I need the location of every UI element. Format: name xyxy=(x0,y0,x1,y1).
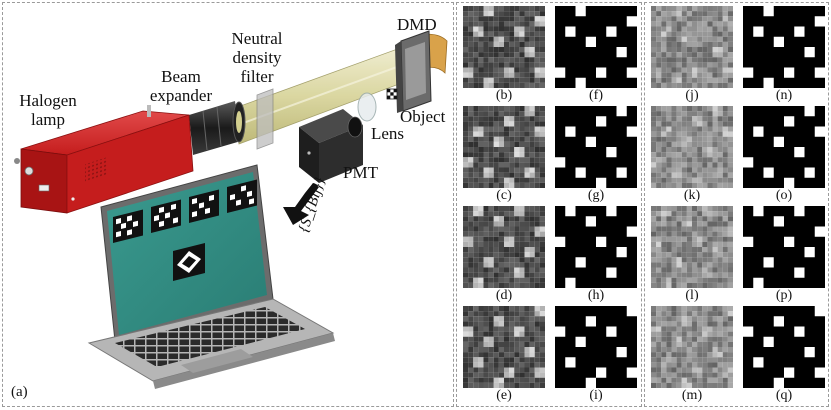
setup-illustration xyxy=(14,30,448,389)
result-image xyxy=(553,106,639,188)
label-nd-line2: density xyxy=(232,48,282,67)
result-cell: (q) xyxy=(741,306,827,404)
label-beam-line1: Beam xyxy=(161,67,201,86)
object xyxy=(386,88,398,100)
label-pmt: PMT xyxy=(343,163,378,182)
thumbnail-image xyxy=(555,206,637,288)
result-caption: (d) xyxy=(495,288,513,303)
result-cell: (l) xyxy=(649,206,735,304)
result-cell: (d) xyxy=(461,206,547,304)
result-cell: (e) xyxy=(461,306,547,404)
result-image xyxy=(461,206,547,288)
result-caption: (j) xyxy=(685,88,699,103)
result-caption: (n) xyxy=(775,88,793,103)
thumbnail-image xyxy=(743,306,825,388)
thumbnail-image xyxy=(555,6,637,88)
label-nd-line1: Neutral xyxy=(231,29,283,48)
laptop xyxy=(87,164,335,389)
label-lens: Lens xyxy=(371,124,405,143)
thumbnail-image xyxy=(651,6,733,88)
thumbnail-image xyxy=(555,306,637,388)
results-grid-left: (b) (f) (c) (g) (d) (h) (e) (i) xyxy=(456,2,642,407)
result-image xyxy=(649,206,735,288)
thumbnail-image xyxy=(743,206,825,288)
thumbnail-image xyxy=(463,206,545,288)
nd-filter xyxy=(256,88,274,150)
thumbnail-image xyxy=(463,106,545,188)
result-image xyxy=(741,306,827,388)
result-cell: (i) xyxy=(553,306,639,404)
result-caption: (o) xyxy=(775,188,793,203)
result-image xyxy=(741,206,827,288)
result-image xyxy=(741,106,827,188)
result-caption: (b) xyxy=(495,88,513,103)
result-image xyxy=(553,6,639,88)
result-cell: (m) xyxy=(649,306,735,404)
label-nd-filter: Neutral density filter xyxy=(215,29,299,86)
result-cell: (p) xyxy=(741,206,827,304)
result-caption: (f) xyxy=(589,88,603,103)
beam-expander xyxy=(189,101,246,155)
thumbnail-image xyxy=(555,106,637,188)
result-caption: (l) xyxy=(685,288,699,303)
label-beam-line2: expander xyxy=(149,86,213,105)
results-grid-right: (j) (n) (k) (o) (l) (p) (m) (q) xyxy=(644,2,829,407)
halogen-lamp xyxy=(14,105,194,214)
pmt xyxy=(299,109,363,183)
result-image xyxy=(461,106,547,188)
thumbnail-image xyxy=(651,306,733,388)
panel-label-a: (a) xyxy=(11,384,28,400)
thumbnail-image xyxy=(463,306,545,388)
label-halogen-line2: lamp xyxy=(31,110,65,129)
result-caption: (g) xyxy=(587,188,605,203)
result-cell: (h) xyxy=(553,206,639,304)
result-image xyxy=(741,6,827,88)
result-cell: (n) xyxy=(741,6,827,104)
setup-panel: Halogen lamp Beam expander Neutral densi… xyxy=(2,2,454,407)
result-image xyxy=(553,306,639,388)
result-cell: (c) xyxy=(461,106,547,204)
lens xyxy=(357,92,377,122)
screen-patterns xyxy=(113,179,257,281)
result-cell: (k) xyxy=(649,106,735,204)
result-cell: (f) xyxy=(553,6,639,104)
thumbnail-image xyxy=(651,206,733,288)
result-image xyxy=(649,6,735,88)
result-cell: (g) xyxy=(553,106,639,204)
result-caption: (i) xyxy=(589,388,603,403)
label-halogen-lamp: Halogen lamp xyxy=(11,91,85,129)
thumbnail-image xyxy=(651,106,733,188)
result-caption: (h) xyxy=(587,288,605,303)
result-cell: (j) xyxy=(649,6,735,104)
result-image xyxy=(553,206,639,288)
result-caption: (m) xyxy=(681,388,703,403)
result-caption: (q) xyxy=(775,388,793,403)
label-object: Object xyxy=(400,107,446,126)
arrow-icon xyxy=(283,183,319,225)
dmd xyxy=(395,30,448,113)
result-caption: (e) xyxy=(496,388,512,403)
label-nd-line3: filter xyxy=(240,67,274,86)
thumbnail-image xyxy=(463,6,545,88)
result-image xyxy=(461,306,547,388)
result-caption: (c) xyxy=(496,188,512,203)
result-image xyxy=(461,6,547,88)
thumbnail-image xyxy=(743,6,825,88)
result-cell: (o) xyxy=(741,106,827,204)
label-halogen-line1: Halogen xyxy=(19,91,77,110)
result-caption: (p) xyxy=(775,288,793,303)
result-caption: (k) xyxy=(683,188,701,203)
result-image xyxy=(649,106,735,188)
label-beam-expander: Beam expander xyxy=(141,67,221,105)
result-cell: (b) xyxy=(461,6,547,104)
label-dmd: DMD xyxy=(397,15,437,34)
thumbnail-image xyxy=(743,106,825,188)
result-image xyxy=(649,306,735,388)
